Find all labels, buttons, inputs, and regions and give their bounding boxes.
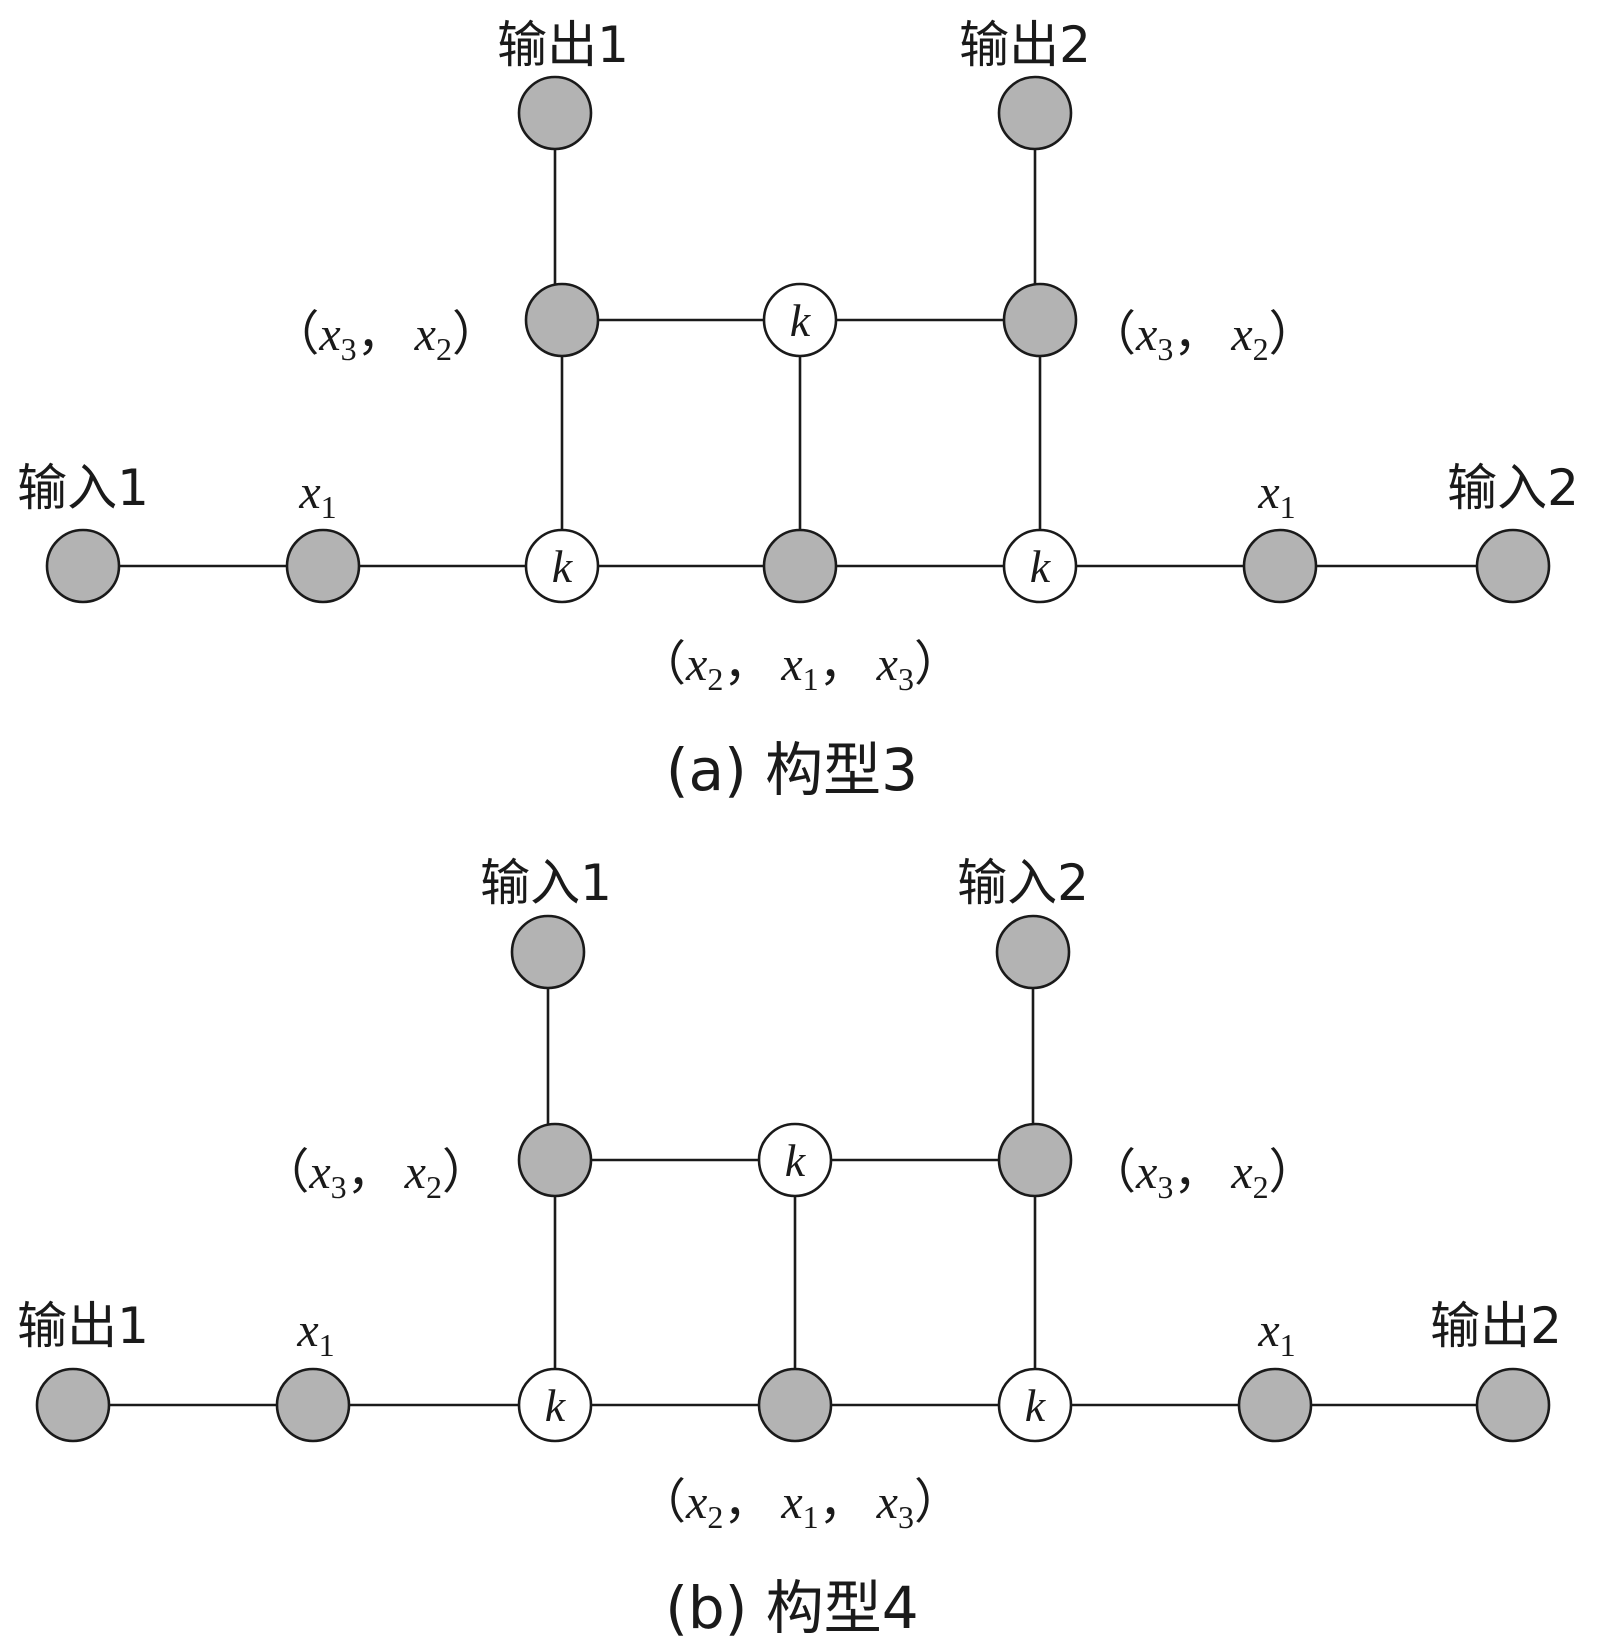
node-pair-left <box>517 1122 593 1198</box>
k-label: k <box>1030 541 1052 592</box>
triple-label: （x2，x1，x3） <box>638 638 962 697</box>
top-right-label: 输入2 <box>957 854 1089 912</box>
top-left-label: 输出1 <box>497 16 629 74</box>
right-pair-label: （x3，x2） <box>1088 1146 1317 1205</box>
right-pair-label: （x3，x2） <box>1088 308 1317 367</box>
panel-a: k k k 输出1 输出2 输入1 输入2 x1 x1 （x3，x2） （x3，… <box>17 16 1579 804</box>
node-k-right <box>997 1367 1073 1443</box>
node-left-end <box>35 1367 111 1443</box>
left-x1-label: x1 <box>296 1304 334 1363</box>
caption-b: (b) 构型4 <box>665 1574 918 1642</box>
node-pair-left <box>524 282 600 358</box>
caption-a: (a) 构型3 <box>666 736 918 804</box>
node-left-x1 <box>285 528 361 604</box>
left-end-label: 输出1 <box>17 1297 149 1355</box>
node-right-end <box>1475 528 1551 604</box>
node-k-middle-top <box>762 282 838 358</box>
node-top-right <box>995 914 1071 990</box>
node-k-middle-top <box>757 1122 833 1198</box>
node-right-x1 <box>1242 528 1318 604</box>
left-end-label: 输入1 <box>17 459 149 517</box>
top-right-label: 输出2 <box>959 16 1091 74</box>
left-pair-label: （x3，x2） <box>261 1146 490 1205</box>
k-label: k <box>552 541 574 592</box>
node-pair-right <box>997 1122 1073 1198</box>
node-center <box>762 528 838 604</box>
node-k-left <box>524 528 600 604</box>
node-pair-right <box>1002 282 1078 358</box>
k-label: k <box>545 1380 567 1431</box>
node-top-right <box>997 75 1073 151</box>
node-top-left <box>517 75 593 151</box>
left-pair-label: （x3，x2） <box>271 308 500 367</box>
left-x1-label: x1 <box>298 466 336 525</box>
right-end-label: 输出2 <box>1430 1297 1562 1355</box>
triple-label: （x2，x1，x3） <box>638 1476 962 1535</box>
node-k-left <box>517 1367 593 1443</box>
top-left-label: 输入1 <box>480 854 612 912</box>
node-center <box>757 1367 833 1443</box>
node-right-x1 <box>1237 1367 1313 1443</box>
k-label: k <box>785 1135 807 1186</box>
right-end-label: 输入2 <box>1447 459 1579 517</box>
right-x1-label: x1 <box>1257 1304 1295 1363</box>
panel-b: k k k 输入1 输入2 输出1 输出2 x1 x1 （x3，x2） （x3，… <box>17 854 1562 1642</box>
node-left-x1 <box>275 1367 351 1443</box>
node-top-left <box>510 914 586 990</box>
node-k-right <box>1002 528 1078 604</box>
node-right-end <box>1475 1367 1551 1443</box>
right-x1-label: x1 <box>1257 466 1295 525</box>
k-label: k <box>1025 1380 1047 1431</box>
node-left-end <box>45 528 121 604</box>
k-label: k <box>790 295 812 346</box>
